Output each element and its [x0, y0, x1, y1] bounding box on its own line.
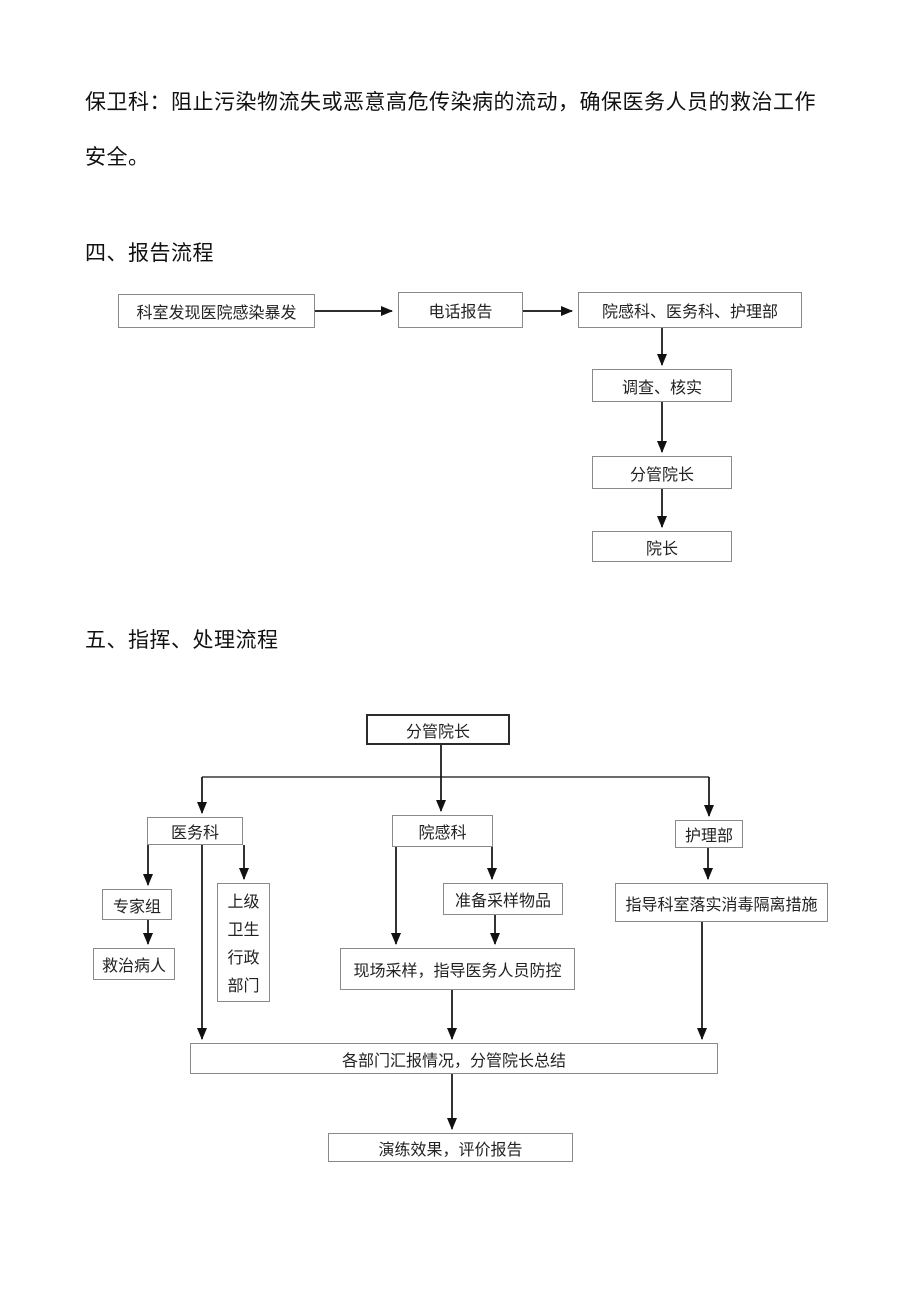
flow-node-expert-group: 专家组	[102, 889, 172, 920]
flow-node-summary: 各部门汇报情况，分管院长总结	[190, 1043, 718, 1074]
flow-node-guide-disinfection: 指导科室落实消毒隔离措施	[615, 883, 828, 922]
flow-node-phone-report: 电话报告	[398, 292, 523, 328]
section-report-heading: 四、报告流程	[85, 241, 214, 265]
report-flow-connectors	[315, 306, 667, 528]
flow-node-treat-patients: 救治病人	[93, 948, 175, 980]
flow-node-evaluation: 演练效果，评价报告	[328, 1133, 573, 1162]
flow-node-nursing-dept: 护理部	[675, 820, 743, 848]
flow-node-vice-president-top: 分管院长	[366, 714, 510, 745]
flow-node-superior-health-admin: 上级卫生行政部门	[217, 883, 270, 1002]
flow-node-infection-dept: 院感科	[392, 815, 493, 847]
body-paragraph-line2: 安全。	[85, 145, 150, 169]
flow-node-medical-dept: 医务科	[147, 817, 243, 845]
flow-node-prepare-sampling: 准备采样物品	[443, 883, 563, 915]
section-command-heading: 五、指挥、处理流程	[85, 628, 279, 652]
flow-node-onsite-sampling: 现场采样，指导医务人员防控	[340, 948, 575, 990]
flow-node-verify: 调查、核实	[592, 369, 732, 402]
flow-node-departments: 院感科、医务科、护理部	[578, 292, 802, 328]
flow-node-discover: 科室发现医院感染暴发	[118, 294, 315, 328]
flow-node-vice-president: 分管院长	[592, 456, 732, 489]
command-flow-connectors	[143, 745, 714, 1130]
body-paragraph-line1: 保卫科：阻止污染物流失或恶意高危传染病的流动，确保医务人员的救治工作	[85, 90, 816, 114]
flow-node-president: 院长	[592, 531, 732, 562]
